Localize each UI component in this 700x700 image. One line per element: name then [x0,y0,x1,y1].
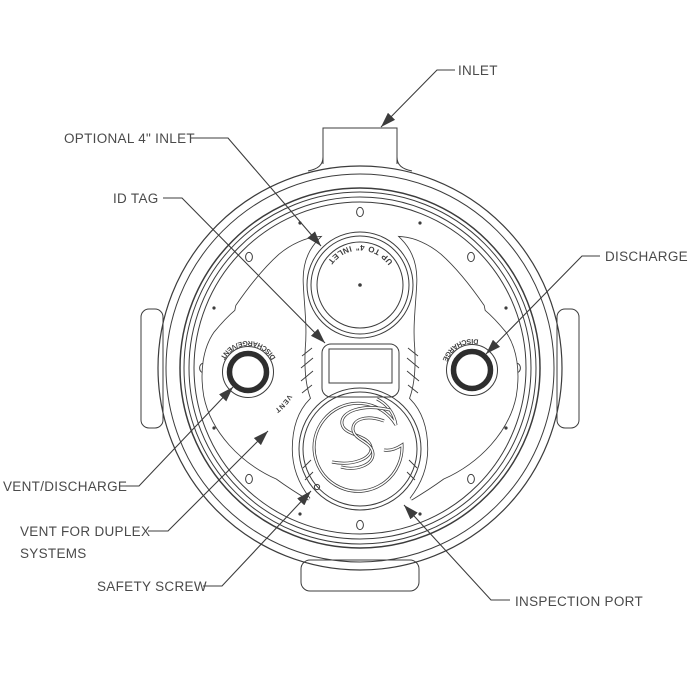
bolt-hole [356,519,364,531]
id-tag-plate [321,343,400,398]
safety-screw [313,483,321,491]
bolt-hole [356,206,364,218]
callout-labels: INLET OPTIONAL 4" INLET ID TAG DISCHARGE… [3,63,688,609]
leader-discharge [485,255,600,355]
inlet-stub [307,127,413,172]
leader-inspection-port [403,504,510,601]
pilot-dot [212,426,216,430]
rim-rings [157,165,563,571]
pilot-dot [504,426,508,430]
right-port-ring [446,344,498,396]
mounting-tab-bottom [300,559,420,592]
mounting-tab-left [140,308,164,429]
leader-optional-inlet [190,137,322,247]
pilot-dot [212,306,216,310]
leader-id-tag [163,197,326,344]
label-id-tag: ID TAG [113,191,159,206]
label-discharge: DISCHARGE [605,249,688,264]
pilot-dot [298,512,302,516]
svg-text:UP TO 4" INLET: UP TO 4" INLET [326,243,395,267]
label-vent-discharge: VENT/DISCHARGE [3,479,127,494]
label-inspection-port: INSPECTION PORT [515,594,643,609]
label-vent-duplex-line2: SYSTEMS [20,546,87,561]
left-port-ring [222,346,274,398]
bolt-hole [245,251,253,263]
center-dot [358,283,362,287]
leader-inlet [380,69,455,128]
pilot-dot [418,221,422,225]
label-optional-inlet: OPTIONAL 4" INLET [64,131,195,146]
pilot-dot [504,306,508,310]
label-vent-duplex-line1: VENT FOR DUPLEX [20,524,150,539]
basin-lid: DISCHARGE/VENT VENT DISCHARGE UP TO 4" I… [140,127,580,592]
pilot-dot [418,512,422,516]
inspection-port [298,387,422,511]
mounting-tab-right [556,308,580,429]
embossed-up-to-4-inlet: UP TO 4" INLET [326,243,395,267]
bolt-hole [467,473,475,485]
swirl-icon [312,397,404,493]
leader-vent-discharge [120,386,234,487]
label-safety-screw: SAFETY SCREW [97,579,207,594]
leader-vent-duplex [148,430,269,532]
leader-lines [120,69,600,601]
leader-safety-screw [203,490,312,587]
bolt-hole [245,473,253,485]
inlet-knockout [306,231,414,339]
label-inlet: INLET [458,63,498,78]
bolt-hole [467,251,475,263]
